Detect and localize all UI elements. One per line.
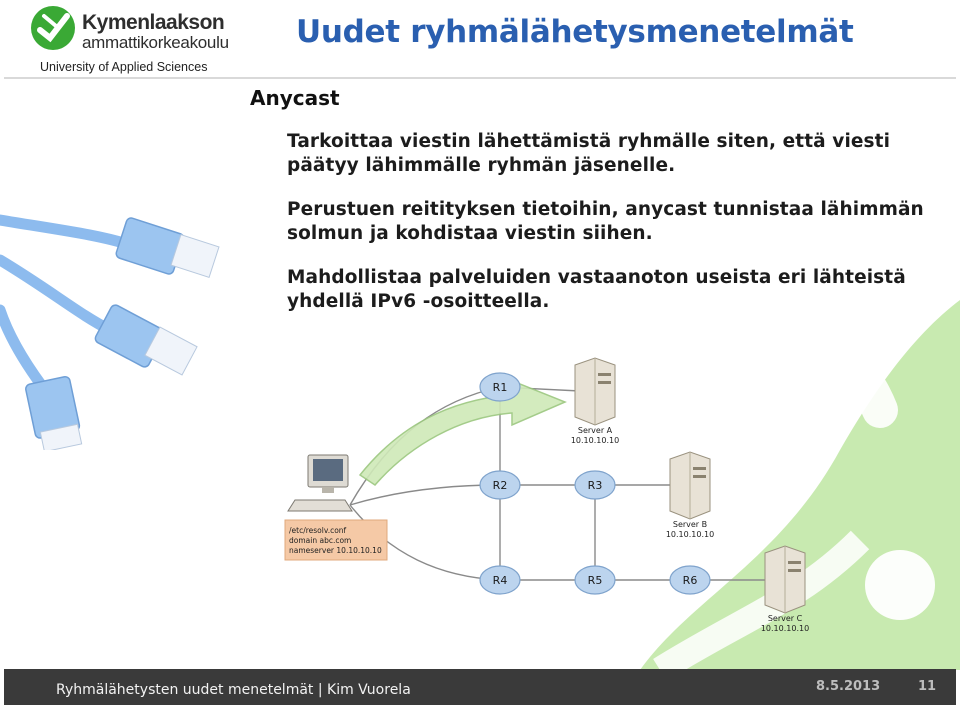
- green-emblem-background: [640, 300, 960, 670]
- server-c-name: Server C: [768, 614, 803, 623]
- server-b-ip: 10.10.10.10: [666, 530, 714, 539]
- logo-line2: ammattikorkeakoulu: [82, 33, 229, 52]
- title-divider: [4, 77, 956, 79]
- router-r3-label: R3: [588, 479, 603, 492]
- server-c-icon: [764, 545, 806, 614]
- router-r5-label: R5: [588, 574, 603, 587]
- section-heading: Anycast: [250, 86, 340, 110]
- router-r1-label: R1: [493, 381, 508, 394]
- server-b-icon: [669, 451, 711, 520]
- server-c-ip: 10.10.10.10: [761, 624, 809, 633]
- page-number: 11: [918, 679, 937, 694]
- anycast-network-diagram: R1 R2 R3 R4 R5 R6 Server A 10.10.10.10 S…: [284, 357, 809, 633]
- router-r4-label: R4: [493, 574, 508, 587]
- server-a-icon: [574, 357, 616, 426]
- server-a-ip: 10.10.10.10: [571, 436, 619, 445]
- config-line-1: /etc/resolv.conf: [289, 526, 347, 535]
- network-cables-image: [0, 214, 220, 450]
- config-line-3: nameserver 10.10.10.10: [289, 546, 382, 555]
- paragraph-routing: Perustuen reitityksen tietoihin, anycast…: [287, 199, 924, 244]
- config-line-2: domain abc.com: [289, 536, 351, 545]
- logo-tagline: University of Applied Sciences: [40, 60, 208, 74]
- resolv-conf-note: /etc/resolv.conf domain abc.com nameserv…: [284, 519, 388, 561]
- slide-footer: Ryhmälähetysten uudet menetelmät | Kim V…: [4, 669, 956, 705]
- server-a-name: Server A: [578, 426, 613, 435]
- client-computer-icon: [287, 454, 353, 512]
- paragraph-ipv6: Mahdollistaa palveluiden vastaanoton use…: [287, 267, 906, 312]
- footer-date: 8.5.2013: [816, 679, 881, 694]
- server-b-name: Server B: [673, 520, 707, 529]
- logo-line1: Kymenlaakson: [82, 11, 225, 34]
- logo-emblem-icon: [31, 6, 75, 50]
- paragraph-definition: Tarkoittaa viestin lähettämistä ryhmälle…: [287, 131, 891, 176]
- school-logo: Kymenlaakson ammattikorkeakoulu Universi…: [30, 4, 230, 74]
- footer-title: Ryhmälähetysten uudet menetelmät | Kim V…: [56, 682, 411, 698]
- anycast-arrow: [358, 378, 567, 486]
- router-r2-label: R2: [493, 479, 508, 492]
- slide-title: Uudet ryhmälähetysmenetelmät: [296, 14, 854, 50]
- router-r6-label: R6: [683, 574, 698, 587]
